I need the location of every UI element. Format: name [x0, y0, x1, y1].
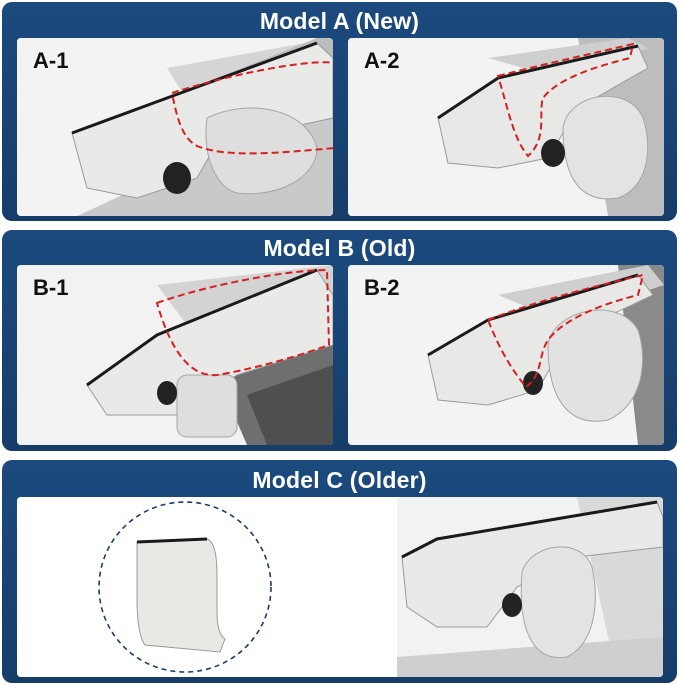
dashcam-photo-a2: [348, 38, 664, 216]
highlight-outline-a2: [496, 42, 635, 158]
highlight-outline-b1: [155, 268, 331, 377]
highlight-outline-b2: [486, 273, 645, 389]
section-title-model-b: Model B (Old): [263, 235, 416, 261]
section-model-b: Model B (Old) B-1 B-2: [2, 230, 677, 451]
section-title-model-c: Model C (Older): [252, 467, 427, 493]
panel-c: [17, 497, 663, 677]
dashcam-photo-b1: [17, 265, 333, 445]
dashcam-photo-b2: [348, 265, 664, 445]
panel-a2: A-2: [348, 38, 664, 216]
panel-a1: A-1: [17, 38, 333, 216]
dashcam-photo-a1: [17, 38, 333, 216]
section-model-a: Model A (New) A-1 A-2: [2, 2, 677, 221]
section-model-c: Model C (Older): [2, 460, 677, 683]
section-title-model-a: Model A (New): [259, 8, 420, 34]
panel-label-a2: A-2: [364, 48, 400, 73]
highlight-outline-a1: [170, 61, 333, 155]
panel-label-a1: A-1: [33, 48, 69, 73]
panel-b2: B-2: [348, 265, 664, 445]
dashcam-photo-c: [17, 497, 663, 677]
panel-label-b2: B-2: [364, 275, 400, 300]
panel-b1: B-1: [17, 265, 333, 445]
panel-label-b1: B-1: [33, 275, 69, 300]
